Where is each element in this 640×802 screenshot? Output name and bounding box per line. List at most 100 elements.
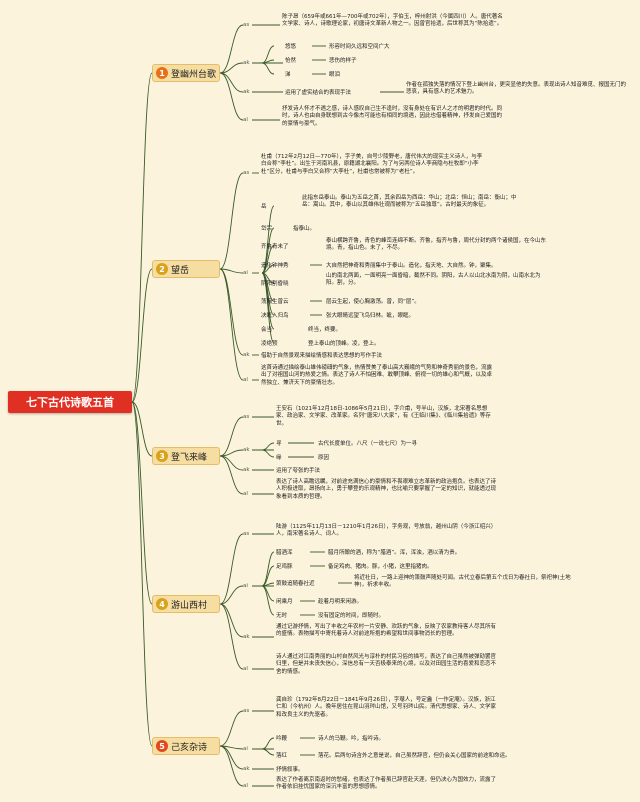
- key-words: ai: [243, 746, 248, 752]
- connector: [219, 533, 244, 605]
- connector: [219, 24, 244, 74]
- key-technique: ak: [243, 766, 250, 772]
- word-term: 吟鞭: [276, 736, 288, 742]
- connector: [219, 268, 244, 274]
- connector: [219, 745, 244, 750]
- word-meaning: 山的南北两面，一面明亮一面昏暗，截然不同。阴阳，古人以山北水南为阴，山南水北为阳…: [326, 273, 541, 287]
- poem-author: 龚自珍（1792年8月22日－1841年9月26日），字璱人，号定盦（一作定庵）…: [276, 697, 497, 718]
- connector: [261, 442, 275, 451]
- poem-title: 望岳: [171, 265, 190, 276]
- poem-node-1[interactable]: 1 登幽州台歌: [152, 64, 220, 82]
- poem-node-5[interactable]: 5 己亥杂诗: [152, 737, 220, 755]
- connector: [261, 585, 275, 616]
- poem-author: 王安石（1021年12月18日-1086年5月21日），字介甫，号半山，汉族，北…: [276, 406, 491, 427]
- word-meaning: 悲伤的样子: [329, 58, 357, 64]
- word-meaning: 此指东岳泰山。泰山为五岳之首，其余四岳为西岳：华山；北岳：恒山；南岳：衡山；中岳…: [302, 195, 517, 209]
- key-technique: ak: [243, 634, 250, 640]
- word-meaning: 张大眼睛远望飞鸟归林。眦，眼眶。: [326, 313, 415, 319]
- word-term: 涕: [285, 72, 291, 78]
- word-meaning: 诗人的马鞭。吟，指吟诗。: [318, 736, 385, 742]
- poem-author: 陆游（1125年11月13日－1210年1月26日），字务观，号放翁，越州山阴（…: [276, 524, 497, 538]
- word-term: 缘: [276, 455, 282, 461]
- connector: [131, 268, 153, 403]
- connector: [219, 72, 244, 93]
- technique-text: 作者在孤独失落的情况下登上幽州台，更突显他的失意。表现出诗人知音难觅、报国无门的…: [406, 82, 627, 96]
- key-theme: al: [243, 666, 248, 672]
- connector: [219, 172, 244, 270]
- poem-node-2[interactable]: 2 望岳: [152, 260, 220, 278]
- connector: [219, 745, 244, 787]
- connector: [219, 603, 244, 638]
- key-author: as: [243, 531, 250, 537]
- connector: [219, 603, 244, 670]
- word-meaning: 泰山横跨齐鲁，青色的峰峦连绵不断。齐鲁，指齐与鲁，周代分封的两个诸侯国，在今山东…: [326, 238, 547, 252]
- word-term: 足鸡豚: [276, 564, 293, 570]
- word-term: 怆然: [285, 58, 297, 64]
- word-meaning: 古代长度单位。八尺（一说七尺）为一寻: [318, 441, 418, 447]
- key-words: ai: [243, 583, 248, 589]
- word-meaning: 备足鸡肉、猪肉。豚，小猪，这里指猪肉。: [328, 564, 433, 570]
- connector: [219, 268, 244, 356]
- connector: [261, 565, 275, 587]
- word-meaning: 眼泪: [329, 72, 341, 78]
- poem-number-badge: 2: [156, 263, 168, 275]
- key-author: as: [243, 414, 250, 420]
- technique-text: 运用了夸张的手法: [276, 468, 321, 474]
- connector: [261, 59, 275, 64]
- word-term: 齐鲁青未了: [261, 244, 289, 250]
- poem-theme: 这首诗通过描绘泰山雄伟磅礴的气象，热情赞美了泰山高大巍峨的气势和神奇秀丽的景色，…: [261, 365, 493, 386]
- word-meaning: 原因: [318, 455, 330, 461]
- word-term: 无时: [276, 613, 288, 619]
- poem-title: 登幽州台歌: [171, 69, 217, 80]
- key-words: ak: [243, 447, 250, 453]
- technique-text: 通过记游抒情，写出了丰收之年农村一片安静、欢跃的气象，反映了农家教待客人尽其所有…: [276, 624, 497, 638]
- connector: [219, 455, 244, 471]
- key-words: ak: [243, 60, 250, 66]
- word-meaning: 腊月所酿的酒，称为“腊酒”。浑，浑浊，酒以清为贵。: [328, 550, 461, 556]
- poem-title: 登飞来峰: [171, 452, 208, 463]
- word-meaning: 形容时间久远和空间广大: [329, 44, 390, 50]
- word-term: 凌绝顶: [261, 341, 278, 347]
- connector: [131, 401, 153, 457]
- technique-label: 运用了虚实结合的表现手法: [285, 90, 352, 96]
- connector: [219, 710, 244, 747]
- key-author: as: [243, 708, 250, 714]
- technique-text: 借助于自然景观来描绘情感和表达思想的写作手法: [261, 353, 383, 359]
- connector: [219, 455, 244, 495]
- root-node[interactable]: 七下古代诗歌五首: [8, 391, 132, 413]
- connector: [261, 748, 275, 756]
- word-term: 箫鼓追随春社近: [276, 581, 315, 587]
- key-technique: ak: [243, 352, 250, 358]
- poem-node-3[interactable]: 3 登飞来峰: [152, 447, 220, 465]
- key-author: as: [243, 22, 250, 28]
- poem-number-badge: 1: [156, 67, 168, 79]
- key-theme: al: [243, 491, 248, 497]
- technique-text: 抒情叙事。: [276, 767, 304, 773]
- word-term: 落红: [276, 753, 288, 759]
- word-meaning: 趁着月明来闲游。: [318, 599, 363, 605]
- word-meaning: 没有固定的时间，即随时。: [318, 613, 385, 619]
- connector: [219, 416, 244, 457]
- connector: [219, 449, 244, 457]
- connector: [261, 737, 275, 750]
- key-technique: ak: [243, 467, 250, 473]
- poem-theme: 抒发诗人怀才不遇之感，诗人感叹自己生不逢时，没有身处在有识人之才的明君的时代。同…: [282, 106, 503, 127]
- poem-node-4[interactable]: 4 游山西村: [152, 595, 220, 613]
- connector: [131, 72, 153, 403]
- key-technique: ak: [243, 89, 250, 95]
- word-term: 造化钟神秀: [261, 263, 289, 269]
- poem-theme: 诗人通过对江南秀丽的山村自然风光与淳朴的村民习俗的描写，表达了自己虽然被弹劾罢官…: [276, 654, 497, 675]
- connector: [219, 268, 244, 381]
- word-meaning: 将近社日，一路上迎神的箫鼓声随处可闻。古代立春后第五个戊日为春社日，祭祀神(土地…: [354, 575, 571, 589]
- key-words: ai: [243, 270, 248, 276]
- word-term: 阴阳割昏晓: [261, 281, 289, 287]
- word-term: 闲乘月: [276, 599, 293, 605]
- connector: [131, 401, 153, 605]
- poem-author: 陈子昂（659年或661年—700年或702年），字伯玉，梓州射洪（今属四川）人…: [282, 14, 503, 28]
- poem-number-badge: 5: [156, 740, 168, 752]
- connector: [219, 745, 244, 770]
- key-author: as: [243, 170, 250, 176]
- key-theme: al: [243, 783, 248, 789]
- connector: [219, 62, 244, 74]
